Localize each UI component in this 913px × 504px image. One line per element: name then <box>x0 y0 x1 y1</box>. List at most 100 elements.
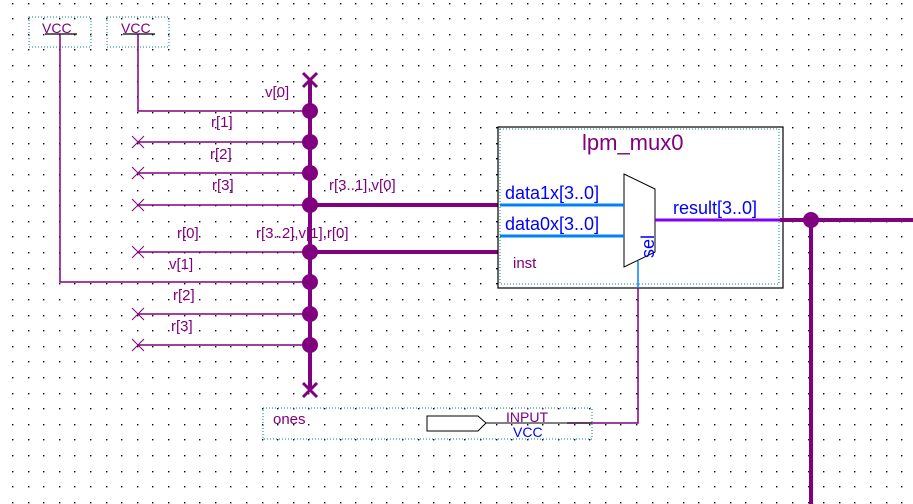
grid-dot <box>386 299 388 301</box>
grid-dot <box>12 49 14 51</box>
grid-dot <box>230 471 232 473</box>
grid-dot <box>886 377 888 379</box>
grid-dot <box>901 424 903 426</box>
grid-dot <box>823 408 825 410</box>
grid-dot <box>667 424 669 426</box>
grid-dot <box>652 486 654 488</box>
grid-dot <box>277 330 279 332</box>
grid-dot <box>761 299 763 301</box>
grid-dot <box>449 408 451 410</box>
bus-b-output[interactable]: r[3..2],v[1],r[0] <box>256 225 502 254</box>
grid-dot <box>808 65 810 67</box>
grid-dot <box>839 18 841 20</box>
grid-dot <box>886 252 888 254</box>
grid-dot <box>402 236 404 238</box>
grid-dot <box>28 502 30 504</box>
grid-dot <box>652 439 654 441</box>
mux-block[interactable]: lpm_mux0 inst data1x[3..0] data0x[3..0] … <box>497 126 784 289</box>
grid-dot <box>527 346 529 348</box>
grid-dot <box>230 439 232 441</box>
grid-dot <box>293 174 295 176</box>
grid-dot <box>589 377 591 379</box>
grid-dot <box>121 143 123 145</box>
grid-dot <box>901 174 903 176</box>
grid-dot <box>886 439 888 441</box>
grid-dot <box>355 49 357 51</box>
grid-dot <box>496 34 498 36</box>
grid-dot <box>12 424 14 426</box>
result-port-label: result[3..0] <box>673 198 757 218</box>
junction-node <box>302 197 318 213</box>
grid-dot <box>449 377 451 379</box>
grid-dot <box>464 330 466 332</box>
grid-dot <box>246 18 248 20</box>
grid-dot <box>12 252 14 254</box>
grid-dot <box>636 377 638 379</box>
grid-dot <box>605 299 607 301</box>
grid-dot <box>683 299 685 301</box>
grid-dot <box>433 330 435 332</box>
grid-dot <box>74 65 76 67</box>
grid-dot <box>449 65 451 67</box>
grid-dot <box>667 346 669 348</box>
grid-dot <box>745 65 747 67</box>
grid-dot <box>340 34 342 36</box>
grid-dot <box>199 486 201 488</box>
grid-dot <box>698 408 700 410</box>
grid-dot <box>620 315 622 317</box>
input-pin-ones[interactable]: ones INPUT VCC <box>262 407 593 440</box>
grid-dot <box>199 330 201 332</box>
grid-dot <box>683 315 685 317</box>
tap-wires <box>131 135 310 352</box>
grid-dot <box>43 361 45 363</box>
grid-dot <box>854 439 856 441</box>
grid-dot <box>652 112 654 114</box>
grid-dot <box>215 3 217 5</box>
bus-a-output[interactable]: r[3..1],v[0] <box>310 177 500 207</box>
grid-dot <box>792 283 794 285</box>
grid-dot <box>761 393 763 395</box>
grid-dot <box>698 18 700 20</box>
grid-dot <box>246 283 248 285</box>
grid-dot <box>745 49 747 51</box>
grid-dot <box>901 361 903 363</box>
grid-dot <box>636 81 638 83</box>
grid-dot <box>667 408 669 410</box>
grid-dot <box>152 81 154 83</box>
grid-dot <box>823 502 825 504</box>
grid-dot <box>776 315 778 317</box>
grid-dot <box>823 81 825 83</box>
grid-dot <box>121 315 123 317</box>
grid-dot <box>43 455 45 457</box>
grid-dot <box>496 65 498 67</box>
grid-dot <box>230 236 232 238</box>
junction-node <box>302 244 318 260</box>
result-output-bus[interactable] <box>780 212 913 504</box>
grid-dot <box>184 424 186 426</box>
grid-dot <box>90 377 92 379</box>
grid-dot <box>293 127 295 129</box>
grid-dot <box>121 424 123 426</box>
grid-dot <box>714 299 716 301</box>
grid-dot <box>714 439 716 441</box>
grid-dot <box>464 34 466 36</box>
grid-dot <box>106 174 108 176</box>
grid-dot <box>698 502 700 504</box>
grid-dot <box>90 455 92 457</box>
grid-dot <box>870 34 872 36</box>
grid-dot <box>449 361 451 363</box>
grid-dot <box>667 455 669 457</box>
grid-dot <box>199 81 201 83</box>
grid-dot <box>854 471 856 473</box>
grid-dot <box>355 236 357 238</box>
grid-dot <box>870 158 872 160</box>
grid-dot <box>464 393 466 395</box>
grid-dot <box>886 34 888 36</box>
grid-dot <box>121 283 123 285</box>
grid-dot <box>433 49 435 51</box>
grid-dot <box>511 346 513 348</box>
grid-dot <box>854 96 856 98</box>
grid-dot <box>730 393 732 395</box>
grid-dot <box>12 268 14 270</box>
grid-dot <box>371 34 373 36</box>
